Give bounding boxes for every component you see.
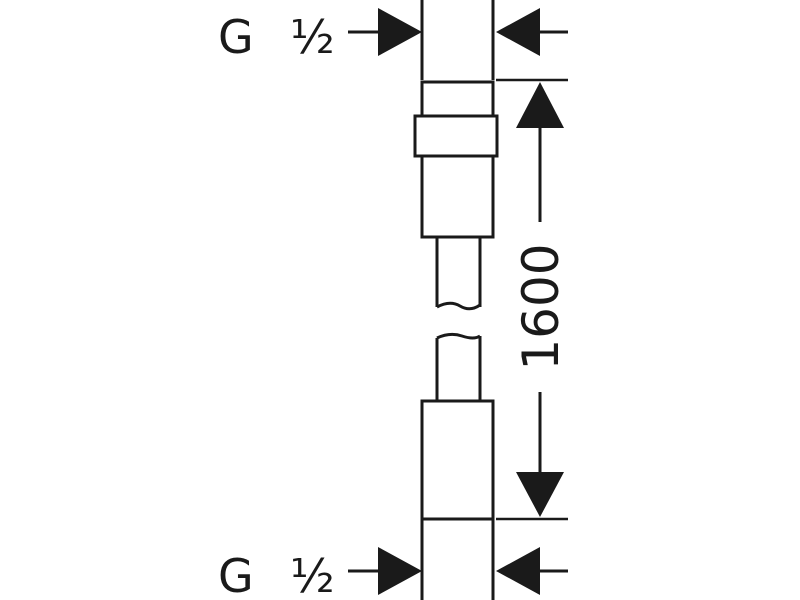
length-arrow-down bbox=[516, 472, 564, 517]
bottom-thread-callout: G ½ bbox=[218, 547, 568, 600]
bottom-left-arrow bbox=[378, 547, 422, 595]
length-value: 1600 bbox=[512, 243, 570, 370]
top-right-arrow bbox=[496, 8, 540, 56]
bottom-fitting-body bbox=[420, 399, 495, 521]
top-fitting-body bbox=[420, 80, 495, 239]
hose-upper-segment bbox=[435, 237, 482, 311]
top-fitting-nut bbox=[413, 114, 499, 158]
hose-lower-break bbox=[436, 332, 481, 340]
length-arrow-up bbox=[516, 82, 564, 128]
bottom-right-arrow bbox=[496, 547, 540, 595]
bottom-thread-size: ½ bbox=[290, 549, 335, 600]
top-left-arrow bbox=[378, 8, 422, 56]
top-thread-callout: G ½ bbox=[218, 8, 568, 64]
length-dimension: 1600 bbox=[496, 78, 570, 521]
bottom-thread-letter: G bbox=[218, 549, 254, 600]
top-fitting bbox=[413, 80, 499, 239]
top-thread-size: ½ bbox=[290, 10, 335, 64]
top-thread-letter: G bbox=[218, 10, 254, 64]
hose-lower-segment bbox=[435, 332, 482, 401]
hose-upper-break bbox=[436, 301, 481, 311]
